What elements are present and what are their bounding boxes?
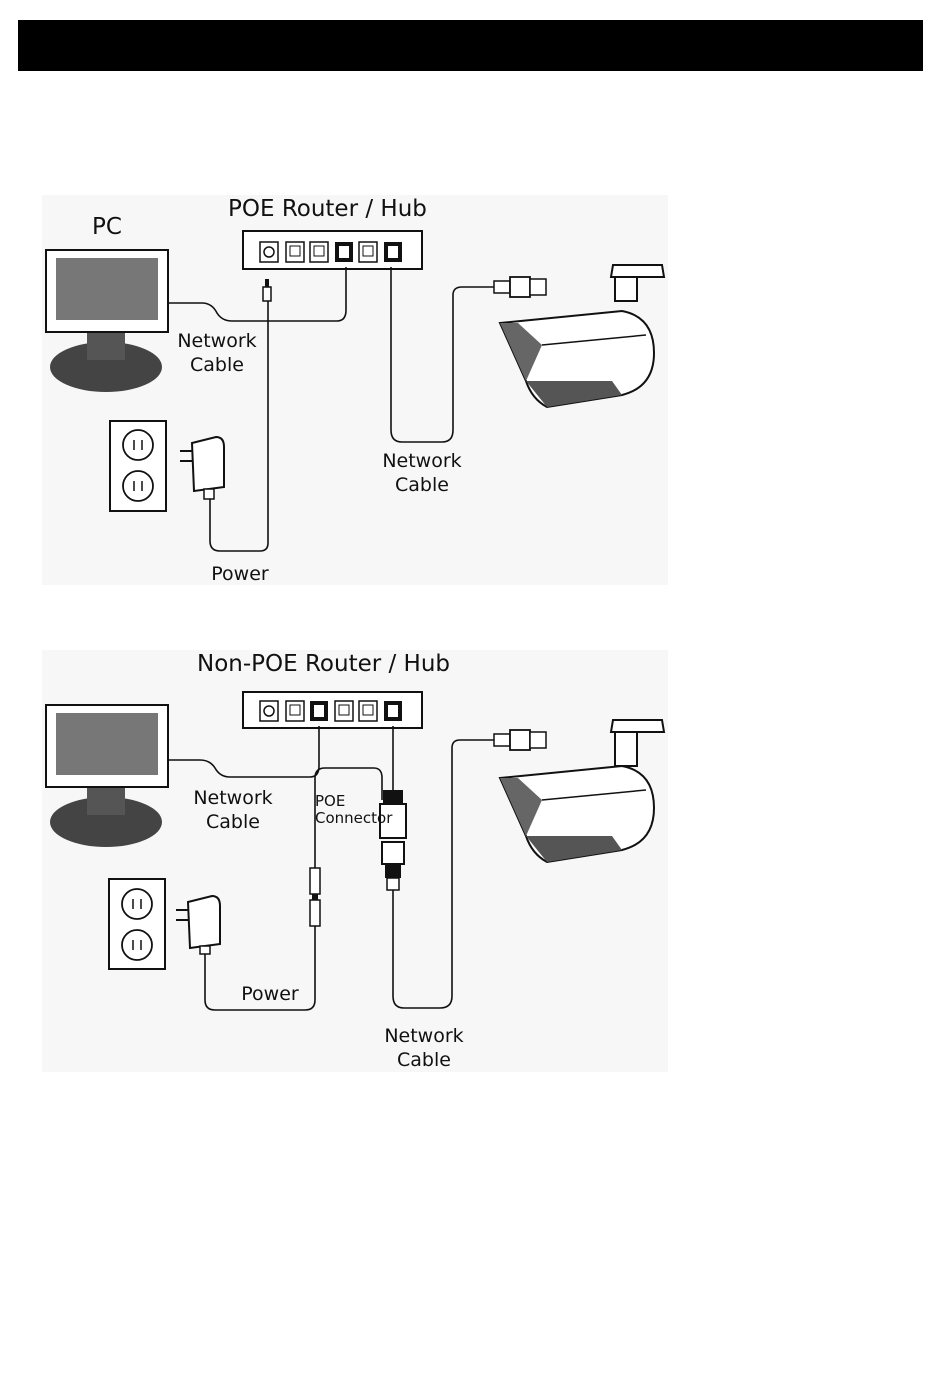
power-outlet-icon [110,421,166,511]
network-cable-label-right: Network Cable [377,449,467,497]
network-cable-label-bottom: Network Cable [379,1024,469,1072]
router-hub-icon [243,231,422,269]
power-outlet-icon [109,879,165,969]
poe-connector-label: POE Connector [315,793,405,827]
monitor-icon [46,250,168,392]
non-poe-diagram-drawing [42,650,668,1072]
poe-diagram-drawing [42,195,668,585]
network-plug-icon [494,730,546,750]
monitor-icon [46,705,168,847]
router-hub-icon [243,692,422,728]
power-label: Power [205,562,275,586]
network-plug-icon [494,277,546,297]
poe-router-title: POE Router / Hub [228,195,427,223]
network-cable-label-left: Network Cable [172,329,262,377]
non-poe-diagram: Non-POE Router / Hub Network Cable POE C… [42,650,668,1072]
network-cable-label-left: Network Cable [188,786,278,834]
poe-diagram: POE Router / Hub PC Network Cable Networ… [42,195,668,585]
power-adapter-icon [180,437,224,499]
power-label: Power [235,982,305,1006]
non-poe-router-title: Non-POE Router / Hub [197,650,450,678]
power-adapter-icon [176,896,220,954]
header-bar [18,20,923,71]
pc-label: PC [92,213,122,241]
